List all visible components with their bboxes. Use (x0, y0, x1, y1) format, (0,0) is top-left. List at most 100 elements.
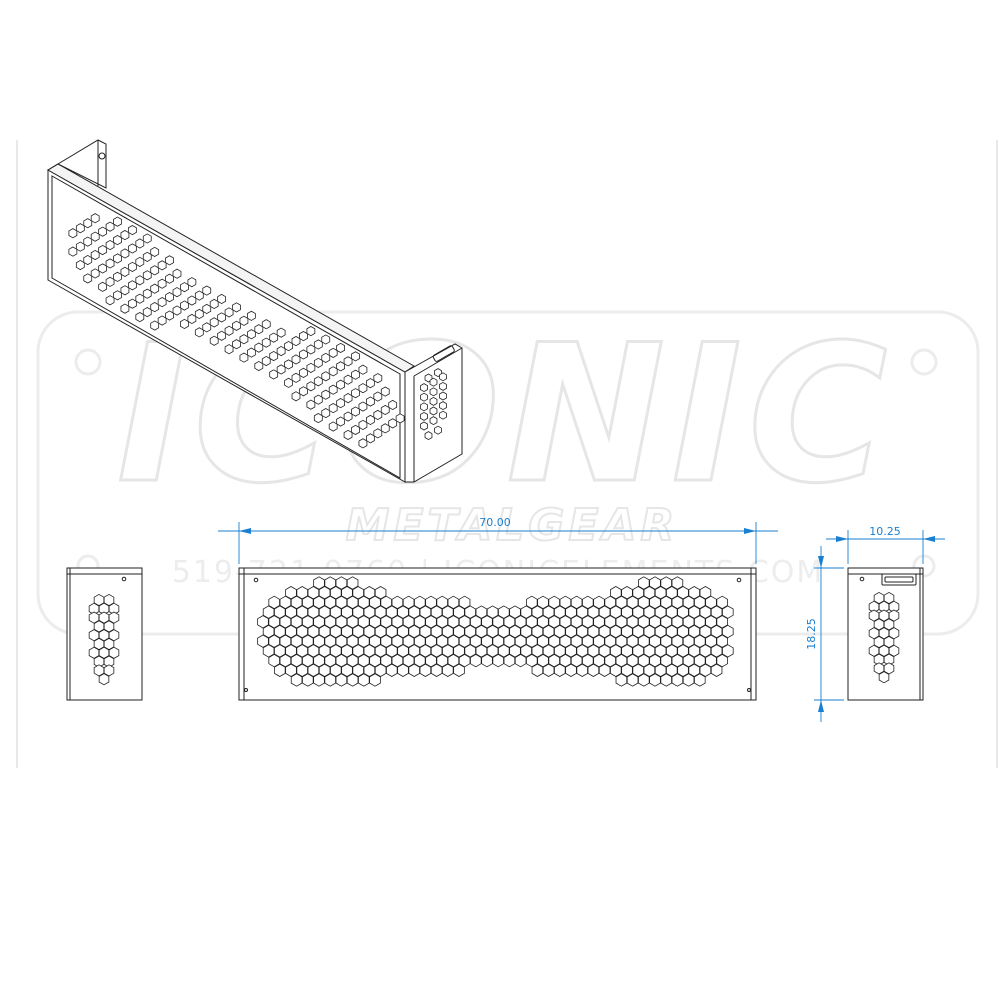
hex-hole (105, 295, 115, 306)
hex-hole (274, 624, 286, 639)
hex-hole (424, 431, 433, 441)
hex-hole (677, 663, 689, 677)
hex-hole (419, 663, 432, 677)
hex-hole (386, 644, 398, 658)
hex-hole (380, 634, 392, 648)
hex-hole (209, 335, 219, 346)
hex-hole (302, 595, 314, 610)
hex-hole (257, 634, 269, 648)
hex-hole (587, 644, 600, 658)
hex-hole (626, 673, 639, 687)
hex-hole (682, 653, 695, 668)
hex-hole (290, 653, 303, 668)
hex-hole (638, 576, 650, 590)
hex-hole (374, 586, 387, 600)
hex-hole (439, 372, 447, 382)
hex-hole (262, 624, 275, 639)
hex-hole (537, 634, 549, 648)
hex-hole (626, 595, 639, 610)
hex-hole (142, 307, 152, 318)
hex-hole (328, 366, 338, 377)
hex-hole (276, 327, 286, 338)
hex-hole (436, 595, 448, 610)
hex-hole (103, 664, 115, 677)
hex-hole (649, 673, 661, 687)
hex-hole (439, 391, 447, 401)
hex-hole (615, 653, 628, 668)
hex-hole (299, 367, 308, 378)
hex-hole (531, 605, 544, 619)
dim-height-arrow-bottom (818, 700, 824, 712)
hex-hole (330, 586, 342, 600)
hex-hole (626, 653, 639, 668)
hex-hole (883, 618, 895, 631)
hex-hole (291, 372, 301, 383)
hex-hole (279, 615, 292, 629)
dimension-width (218, 522, 778, 564)
hex-hole (90, 231, 100, 242)
hex-hole (135, 275, 145, 286)
watermark-dot-bottom-right (912, 554, 936, 578)
hex-hole (419, 624, 432, 639)
hex-hole (373, 373, 383, 384)
left-end-view (66, 567, 143, 701)
hex-hole (397, 605, 409, 619)
hex-hole (150, 265, 160, 276)
hex-hole (180, 300, 189, 311)
hex-hole (436, 615, 448, 629)
hex-hole (638, 653, 650, 668)
hex-hole (113, 290, 122, 301)
hex-hole (582, 634, 594, 648)
hex-hole (374, 644, 387, 658)
hex-hole (194, 290, 204, 301)
hex-hole (565, 624, 577, 639)
hex-hole (290, 634, 303, 648)
hex-hole (604, 634, 616, 648)
hex-hole (722, 624, 734, 639)
iso-front-panel-inner (51, 175, 401, 479)
hex-hole (274, 644, 286, 658)
hex-hole (313, 394, 323, 405)
hex-hole (593, 634, 605, 648)
hex-hole (127, 225, 137, 236)
hex-hole (290, 615, 303, 629)
hex-hole (313, 413, 323, 424)
iso-right-end-top (413, 347, 463, 377)
hex-hole (554, 605, 566, 619)
hex-hole (142, 288, 152, 299)
hex-hole (429, 387, 438, 397)
hex-hole (610, 624, 622, 639)
hex-hole (369, 615, 381, 629)
hex-hole (598, 624, 611, 639)
hex-hole (284, 377, 293, 388)
hex-hole (677, 605, 689, 619)
hex-hole (285, 624, 297, 639)
hex-hole (306, 326, 316, 337)
iso-front-holes (68, 213, 405, 449)
hex-hole (716, 615, 728, 629)
hex-hole (699, 644, 712, 658)
hex-hole (157, 278, 167, 289)
hex-hole (442, 644, 454, 658)
hex-hole (127, 261, 137, 272)
hex-hole (419, 644, 432, 658)
hex-hole (430, 663, 443, 677)
hex-hole (365, 378, 375, 389)
hex-hole (296, 644, 308, 658)
hex-hole (365, 396, 375, 407)
hex-hole (526, 615, 538, 629)
hex-hole (632, 644, 644, 658)
hex-hole (276, 364, 286, 375)
hex-hole (380, 423, 390, 434)
hex-hole (373, 409, 383, 421)
hex-hole (632, 586, 644, 600)
hex-hole (142, 270, 152, 281)
hex-hole (358, 401, 368, 412)
hex-hole (369, 673, 381, 687)
hex-hole (75, 223, 85, 234)
hex-hole (716, 595, 728, 610)
hex-hole (475, 605, 488, 619)
hex-hole (425, 615, 437, 629)
hex-hole (447, 615, 460, 629)
hex-hole (710, 663, 723, 677)
